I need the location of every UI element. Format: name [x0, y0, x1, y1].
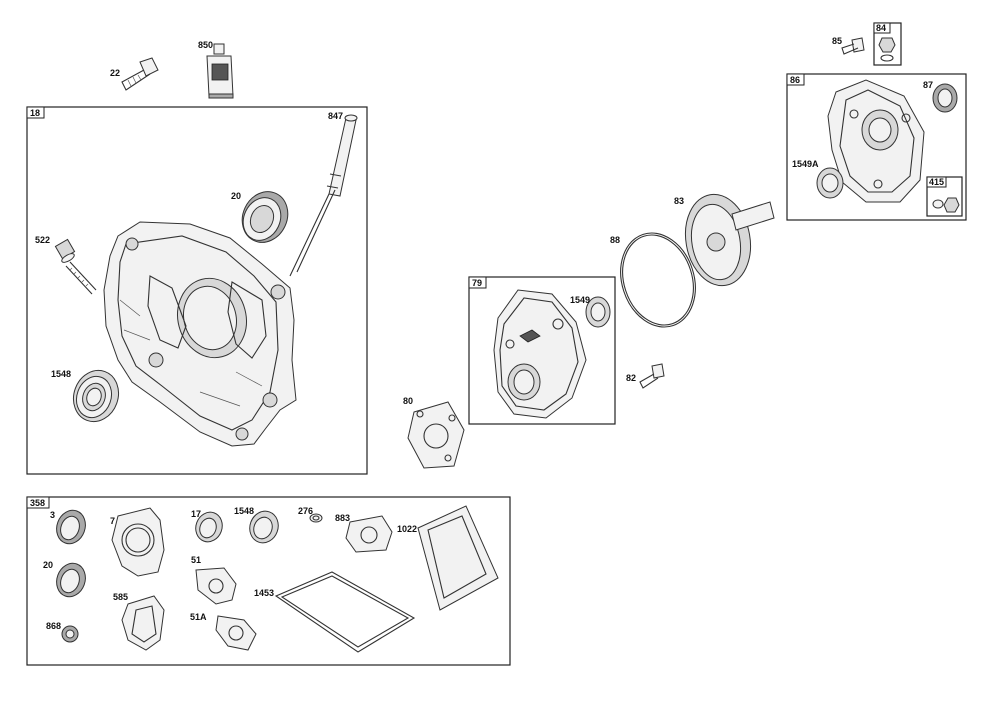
part-87-seal[interactable]	[932, 83, 958, 113]
label-83: 83	[674, 196, 684, 206]
label-k20: 20	[43, 560, 53, 570]
box-18: 18	[26, 106, 368, 475]
label-k1548: 1548	[234, 506, 254, 516]
part-1548-bearing[interactable]	[66, 364, 125, 428]
label-k1453: 1453	[254, 588, 274, 598]
label-1549: 1549	[570, 295, 590, 305]
part-85-bolt[interactable]	[841, 37, 865, 55]
label-1549a: 1549A	[792, 159, 819, 169]
label-k1022: 1022	[397, 524, 417, 534]
box-415: 415	[926, 176, 963, 217]
part-847-dipstick-tube[interactable]	[289, 114, 358, 277]
box-79: 79	[468, 276, 616, 425]
kit-17-bearing[interactable]	[192, 508, 227, 545]
part-415-bolt-washer[interactable]	[932, 197, 960, 213]
label-415: 415	[929, 177, 944, 187]
label-k883: 883	[335, 513, 350, 523]
label-22: 22	[110, 68, 120, 78]
label-18: 18	[30, 108, 40, 118]
label-80: 80	[403, 396, 413, 406]
part-522-plug[interactable]	[54, 238, 97, 295]
label-88: 88	[610, 235, 620, 245]
kit-1453-oring[interactable]	[274, 571, 416, 653]
label-k7: 7	[110, 516, 115, 526]
kit-51-gasket[interactable]	[195, 567, 237, 605]
kit-868-nut[interactable]	[61, 625, 79, 643]
kit-20-seal[interactable]	[52, 559, 90, 601]
label-k868: 868	[46, 621, 61, 631]
label-847: 847	[328, 111, 343, 121]
label-79: 79	[472, 278, 482, 288]
label-82: 82	[626, 373, 636, 383]
label-850: 850	[198, 40, 213, 50]
part-83-drive-plate[interactable]	[678, 189, 775, 291]
box-84: 84	[873, 22, 902, 66]
part-79-cover[interactable]	[493, 289, 587, 419]
part-1549-bearing[interactable]	[585, 296, 611, 328]
part-80-gasket[interactable]	[407, 401, 465, 469]
label-k51a: 51A	[190, 612, 207, 622]
label-k3: 3	[50, 510, 55, 520]
label-k17: 17	[191, 509, 201, 519]
label-20: 20	[231, 191, 241, 201]
kit-585-gasket[interactable]	[121, 595, 165, 651]
part-1549a-bearing[interactable]	[816, 167, 844, 199]
label-85: 85	[832, 36, 842, 46]
crankcase-housing[interactable]	[103, 221, 297, 447]
label-358: 358	[30, 498, 45, 508]
label-86: 86	[790, 75, 800, 85]
part-84-plug[interactable]	[878, 37, 896, 62]
box-86: 86	[786, 73, 967, 221]
label-k585: 585	[113, 592, 128, 602]
label-87: 87	[923, 80, 933, 90]
part-850-sealant-tube[interactable]	[206, 43, 234, 99]
kit-276-washer[interactable]	[309, 513, 323, 523]
kit-3-seal[interactable]	[52, 506, 90, 548]
part-82-bolt[interactable]	[639, 363, 665, 389]
kit-51a-gasket[interactable]	[215, 615, 257, 651]
part-88-oring[interactable]	[609, 223, 707, 337]
kit-1548-bearing[interactable]	[245, 507, 282, 547]
label-1548: 1548	[51, 369, 71, 379]
label-k276: 276	[298, 506, 313, 516]
part-22-bolt[interactable]	[121, 57, 159, 91]
kit-7-head-gasket[interactable]	[111, 507, 165, 577]
part-20-oil-seal[interactable]	[234, 184, 296, 250]
label-k51: 51	[191, 555, 201, 565]
kit-883-gasket[interactable]	[345, 515, 393, 553]
box-358: 358	[26, 496, 511, 666]
label-522: 522	[35, 235, 50, 245]
kit-1022-gasket[interactable]	[417, 505, 499, 611]
label-84: 84	[876, 23, 886, 33]
part-86-housing[interactable]	[827, 79, 925, 203]
